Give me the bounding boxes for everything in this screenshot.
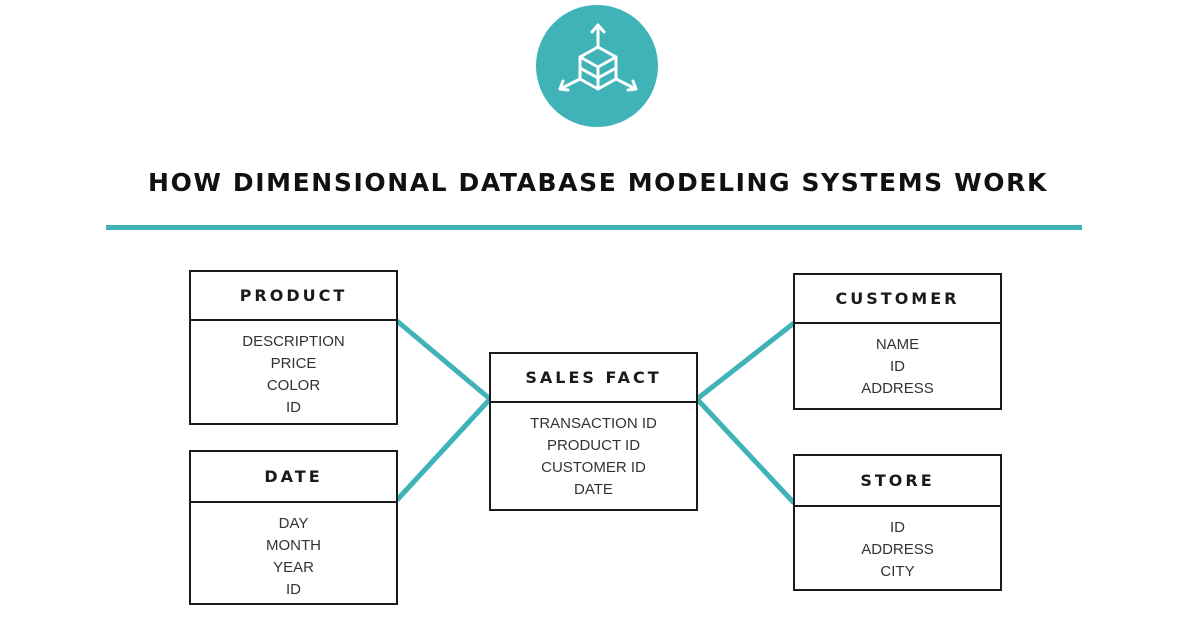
link-date-sales-fact xyxy=(395,397,492,502)
field-item: DESCRIPTION xyxy=(242,333,345,350)
diagram-title: HOW DIMENSIONAL DATABASE MODELING SYSTEM… xyxy=(148,168,1048,197)
cube-axes-icon xyxy=(558,23,638,92)
field-item: ID xyxy=(286,399,301,416)
field-item: CITY xyxy=(880,563,915,580)
field-item: DATE xyxy=(574,481,613,498)
table-header: STORE xyxy=(795,456,1000,507)
field-item: CUSTOMER ID xyxy=(541,459,646,476)
field-item: ADDRESS xyxy=(861,541,934,558)
field-item: PRODUCT ID xyxy=(546,437,641,454)
link-product-sales-fact xyxy=(395,319,492,401)
field-item: ID xyxy=(286,581,301,598)
table-date: DATE DAY MONTH YEAR ID xyxy=(189,450,398,605)
title-underline xyxy=(106,225,1082,230)
field-item: TRANSACTION ID xyxy=(530,415,657,432)
logo-badge xyxy=(536,5,658,127)
link-store-sales-fact xyxy=(695,397,796,505)
table-sales-fact: SALES FACT TRANSACTION ID PRODUCT ID CUS… xyxy=(489,352,698,511)
field-item: ADDRESS xyxy=(861,380,934,397)
link-customer-sales-fact xyxy=(695,321,796,401)
field-item: PRICE xyxy=(270,355,317,372)
field-list: NAME ID ADDRESS xyxy=(795,324,1000,400)
field-item: ID xyxy=(890,358,905,375)
field-item: ID xyxy=(890,519,905,536)
table-header: PRODUCT xyxy=(191,272,396,321)
table-header: SALES FACT xyxy=(491,354,696,403)
table-header: DATE xyxy=(191,452,396,503)
field-list: DAY MONTH YEAR ID xyxy=(191,503,396,601)
field-list: ID ADDRESS CITY xyxy=(795,507,1000,583)
field-list: DESCRIPTION PRICE COLOR ID xyxy=(191,321,396,419)
field-item: MONTH xyxy=(266,537,321,554)
field-item: NAME xyxy=(875,336,920,353)
table-store: STORE ID ADDRESS CITY xyxy=(793,454,1002,591)
field-item: DAY xyxy=(278,515,309,532)
field-item: COLOR xyxy=(266,377,321,394)
table-header: CUSTOMER xyxy=(795,275,1000,324)
field-list: TRANSACTION ID PRODUCT ID CUSTOMER ID DA… xyxy=(491,403,696,501)
field-item: YEAR xyxy=(273,559,314,576)
table-customer: CUSTOMER NAME ID ADDRESS xyxy=(793,273,1002,410)
table-product: PRODUCT DESCRIPTION PRICE COLOR ID xyxy=(189,270,398,425)
